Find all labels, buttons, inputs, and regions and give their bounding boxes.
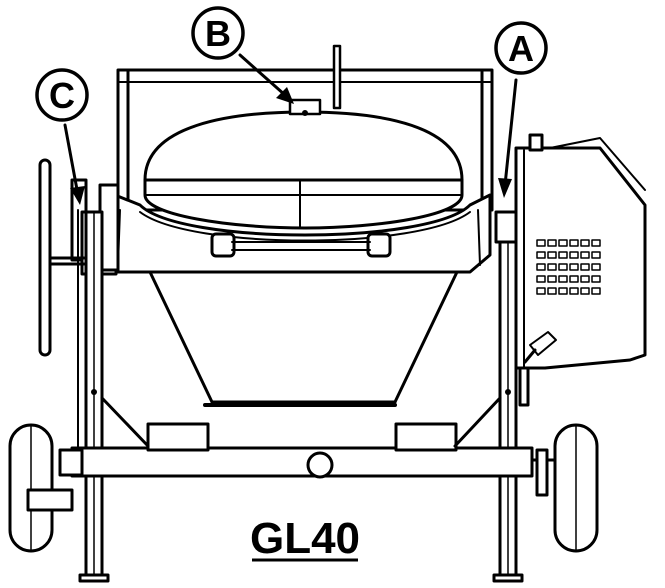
- callout-a: [494, 21, 548, 198]
- left-wheel: [8, 423, 84, 553]
- motor-housing: [514, 133, 647, 370]
- left-handwheel: [38, 158, 120, 357]
- mixer-drum: [143, 98, 464, 230]
- model-label: GL40: [250, 514, 360, 563]
- lower-frame: [70, 396, 534, 479]
- callout-b: [191, 6, 294, 104]
- left-leg: [77, 209, 110, 583]
- drum-yoke: [113, 193, 492, 274]
- callout-c-letter: C: [49, 75, 75, 116]
- top-rod: [332, 44, 342, 110]
- callout-a-letter: A: [508, 28, 534, 69]
- callout-c: [35, 68, 89, 205]
- right-wheel: [530, 423, 599, 553]
- callout-b-letter: B: [205, 13, 231, 54]
